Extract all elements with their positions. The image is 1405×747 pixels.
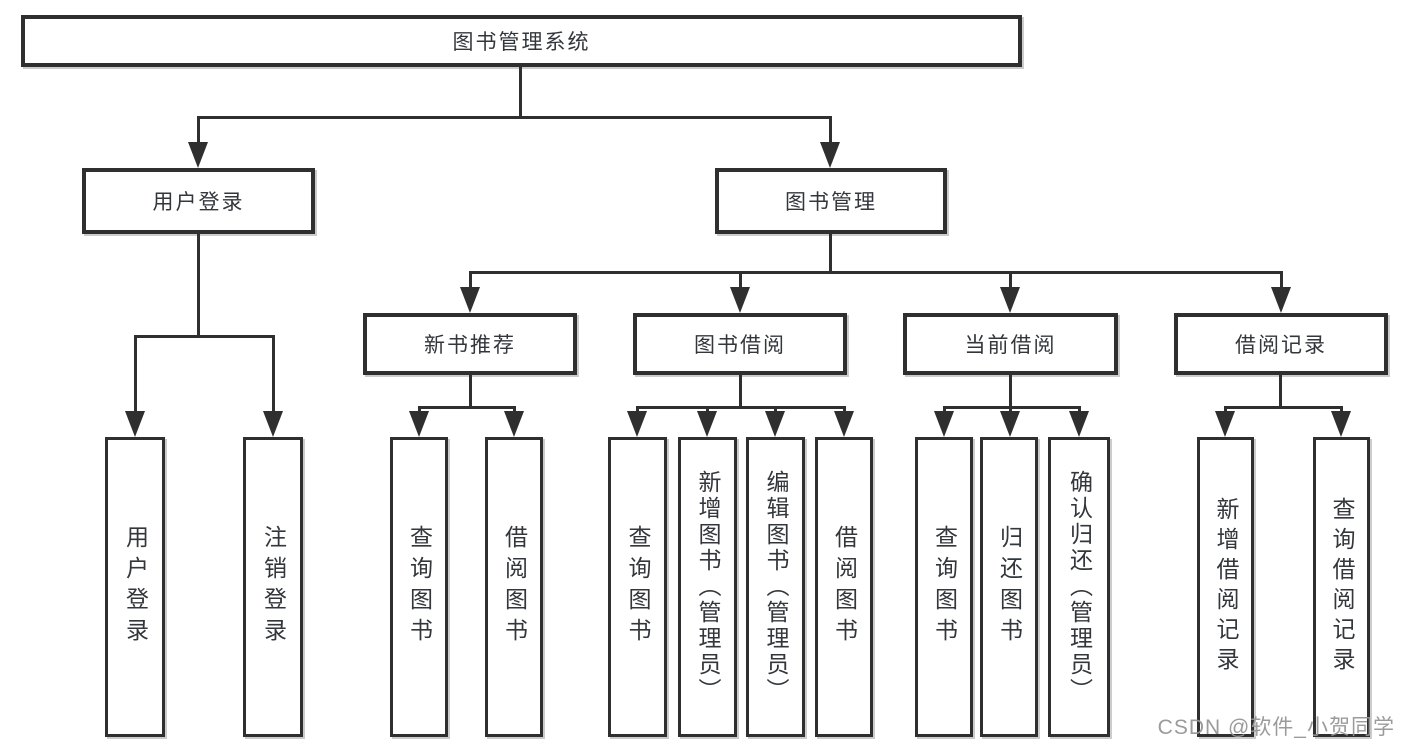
leaf-return-books: 归还图书 [980,437,1038,737]
connector-drop-leaf [272,335,275,413]
connector-current-borrowing-crossbar [943,406,1081,409]
leaf-query-books: 查询图书 [608,437,667,737]
connector-drop-leaf [1078,406,1081,414]
connector-drop-leaf [134,335,137,413]
csdn-watermark: CSDN @软件_小贺同学 [1157,716,1395,739]
connector-drop-borrowing-records [1280,271,1283,289]
connector-new-book-stem [469,375,472,409]
arrow-down-icon [1000,287,1020,313]
connector-drop-book-management [829,116,832,146]
arrow-down-icon [504,411,524,437]
arrow-down-icon [460,287,480,313]
arrow-down-icon [820,142,840,168]
arrow-down-icon [627,411,647,437]
node-user-login: 用户登录 [82,168,315,234]
connector-drop-leaf [1340,406,1343,414]
connector-root-stem [519,67,522,119]
connector-drop-book-borrowing [739,271,742,289]
connector-drop-leaf [1224,406,1227,414]
connector-drop-leaf [943,406,946,414]
leaf-edit-books-admin: 编辑图书（管理员） [746,437,805,737]
connector-book-borrowing-stem [739,375,742,409]
connector-current-borrowing-stem [1009,375,1012,409]
arrow-down-icon [125,411,145,437]
arrow-down-icon [697,411,717,437]
leaf-user-login: 用户登录 [105,437,165,737]
node-book-borrowing: 图书借阅 [633,313,847,375]
arrow-down-icon [1271,287,1291,313]
connector-user-login-stem [197,234,200,337]
arrow-down-icon [1331,411,1351,437]
arrow-down-icon [1215,411,1235,437]
leaf-logout: 注销登录 [243,437,303,737]
connector-user-login-crossbar [134,335,275,338]
connector-root-crossbar [197,116,832,119]
connector-book-management-stem [829,234,832,274]
connector-drop-leaf [706,406,709,414]
connector-book-borrowing-crossbar [636,406,846,409]
connector-drop-leaf [774,406,777,414]
arrow-down-icon [834,411,854,437]
connector-new-book-crossbar [418,406,516,409]
arrow-down-icon [1069,411,1089,437]
connector-drop-leaf [1009,406,1012,414]
leaf-add-books-admin: 新增图书（管理员） [678,437,737,737]
leaf-confirm-return-admin: 确认归还（管理员） [1048,437,1110,737]
node-new-book-recommendation: 新书推荐 [363,313,577,375]
connector-drop-user-login [197,116,200,146]
connector-drop-leaf [636,406,639,414]
connector-drop-new-book [469,271,472,289]
node-borrowing-records: 借阅记录 [1174,313,1388,375]
leaf-borrow-books: 借阅图书 [815,437,873,737]
arrow-down-icon [263,411,283,437]
connector-borrowing-records-stem [1279,375,1282,409]
leaf-query-borrow-record: 查询借阅记录 [1313,437,1370,737]
connector-drop-leaf [513,406,516,414]
node-library-management-system: 图书管理系统 [21,15,1022,67]
connector-drop-leaf [843,406,846,414]
connector-borrowing-records-crossbar [1224,406,1343,409]
leaf-query-books: 查询图书 [915,437,973,737]
arrow-down-icon [1000,411,1020,437]
connector-drop-leaf [418,406,421,414]
arrow-down-icon [188,142,208,168]
node-book-management: 图书管理 [715,168,947,234]
arrow-down-icon [730,287,750,313]
leaf-query-books: 查询图书 [390,437,448,737]
leaf-add-borrow-record: 新增借阅记录 [1197,437,1254,737]
arrow-down-icon [409,411,429,437]
leaf-borrow-books: 借阅图书 [485,437,543,737]
arrow-down-icon [934,411,954,437]
connector-book-management-crossbar [470,271,1283,274]
connector-drop-current-borrowing [1009,271,1012,289]
node-current-borrowing: 当前借阅 [903,313,1118,375]
arrow-down-icon [765,411,785,437]
